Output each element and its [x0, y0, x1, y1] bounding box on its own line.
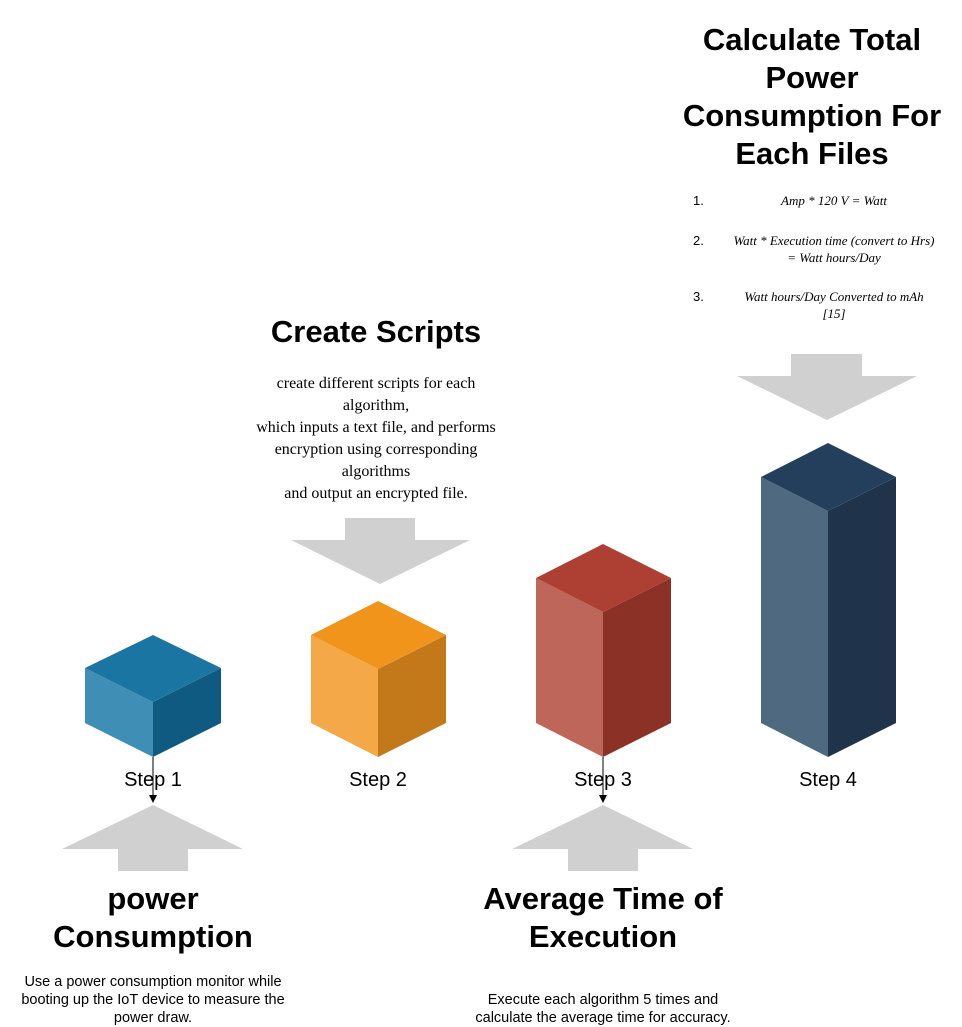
formula-3-line: [15] — [822, 306, 846, 321]
step-3-cube-top-face — [536, 544, 671, 612]
power-desc-line: Use a power consumption monitor while — [24, 974, 282, 990]
step-1-connector-arrow — [149, 757, 157, 803]
total-power-title-line: Power — [765, 60, 859, 95]
step-1-cube-right-face — [153, 668, 221, 757]
step-4-cube-left-face — [761, 477, 828, 757]
step-3-connector-arrow — [599, 757, 607, 803]
step-2-cube — [311, 601, 446, 757]
formula-3-text: Watt hours/Day Converted to mAh [15] — [712, 288, 956, 322]
total-power-title: Calculate Total Power Consumption For Ea… — [662, 21, 962, 173]
create-scripts-desc-line: algorithm, — [342, 397, 410, 414]
formula-2-line: Watt * Execution time (convert to Hrs) — [733, 233, 935, 248]
average-desc-line: calculate the average time for accuracy. — [475, 1010, 731, 1026]
power-consumption-title: power Consumption — [0, 880, 308, 956]
create-scripts-desc-line: create different scripts for each — [276, 375, 476, 392]
power-consumption-title-line: Consumption — [53, 919, 253, 954]
step-3-cube-right-face — [603, 578, 671, 757]
formula-2-text: Watt * Execution time (convert to Hrs) =… — [712, 232, 956, 266]
step-1-cube-top-face — [85, 635, 221, 702]
step-4-label: Step 4 — [799, 769, 857, 791]
step-2-cube-top-face — [311, 601, 446, 669]
power-consumption-title-line: power — [107, 881, 199, 916]
step-2-cube-left-face — [311, 635, 378, 757]
formula-3-line: Watt hours/Day Converted to mAh — [744, 289, 924, 304]
step-4-down-arrow — [737, 354, 917, 420]
step-4-cube — [761, 443, 896, 757]
create-scripts-description: create different scripts for each algori… — [211, 373, 541, 505]
step-2-label: Step 2 — [349, 769, 407, 791]
average-time-title-line: Average Time of — [483, 881, 723, 916]
create-scripts-desc-line: encryption using corresponding — [274, 441, 478, 458]
step-4-cube-right-face — [828, 477, 896, 757]
step-3-up-arrow — [512, 805, 693, 871]
power-consumption-description: Use a power consumption monitor while bo… — [0, 973, 308, 1027]
step-3-label: Step 3 — [574, 769, 632, 791]
step-3-cube-left-face — [536, 578, 603, 757]
power-desc-line: booting up the IoT device to measure the — [21, 992, 285, 1008]
create-scripts-desc-line: which inputs a text file, and performs — [256, 419, 496, 436]
step-1-cube — [85, 635, 221, 757]
create-scripts-desc-line: and output an encrypted file. — [284, 485, 468, 502]
step-4-cube-top-face — [761, 443, 896, 511]
step-2-down-arrow — [291, 518, 470, 584]
formula-1-text: Amp * 120 V = Watt — [781, 193, 887, 208]
power-desc-line: power draw. — [113, 1010, 193, 1026]
average-time-description: Execute each algorithm 5 times and calcu… — [418, 991, 788, 1027]
step-1-cube-left-face — [85, 668, 153, 757]
total-power-title-line: Each Files — [735, 136, 889, 171]
formula-3-number: 3. — [693, 289, 704, 304]
step-1-label: Step 1 — [124, 769, 182, 791]
step-2-cube-right-face — [378, 635, 446, 757]
create-scripts-desc-line: algorithms — [341, 463, 411, 480]
average-time-title: Average Time of Execution — [443, 880, 763, 956]
create-scripts-title: Create Scripts — [270, 314, 482, 349]
average-desc-line: Execute each algorithm 5 times and — [487, 992, 719, 1008]
step-1-up-arrow — [62, 805, 243, 871]
formula-1-number: 1. — [693, 193, 704, 208]
step-3-cube — [536, 544, 671, 757]
total-power-title-line: Consumption For — [682, 98, 942, 133]
formula-2-number: 2. — [693, 233, 704, 248]
average-time-title-line: Execution — [528, 919, 678, 954]
total-power-title-line: Calculate Total — [702, 22, 922, 57]
formula-2-line: = Watt hours/Day — [787, 250, 881, 265]
